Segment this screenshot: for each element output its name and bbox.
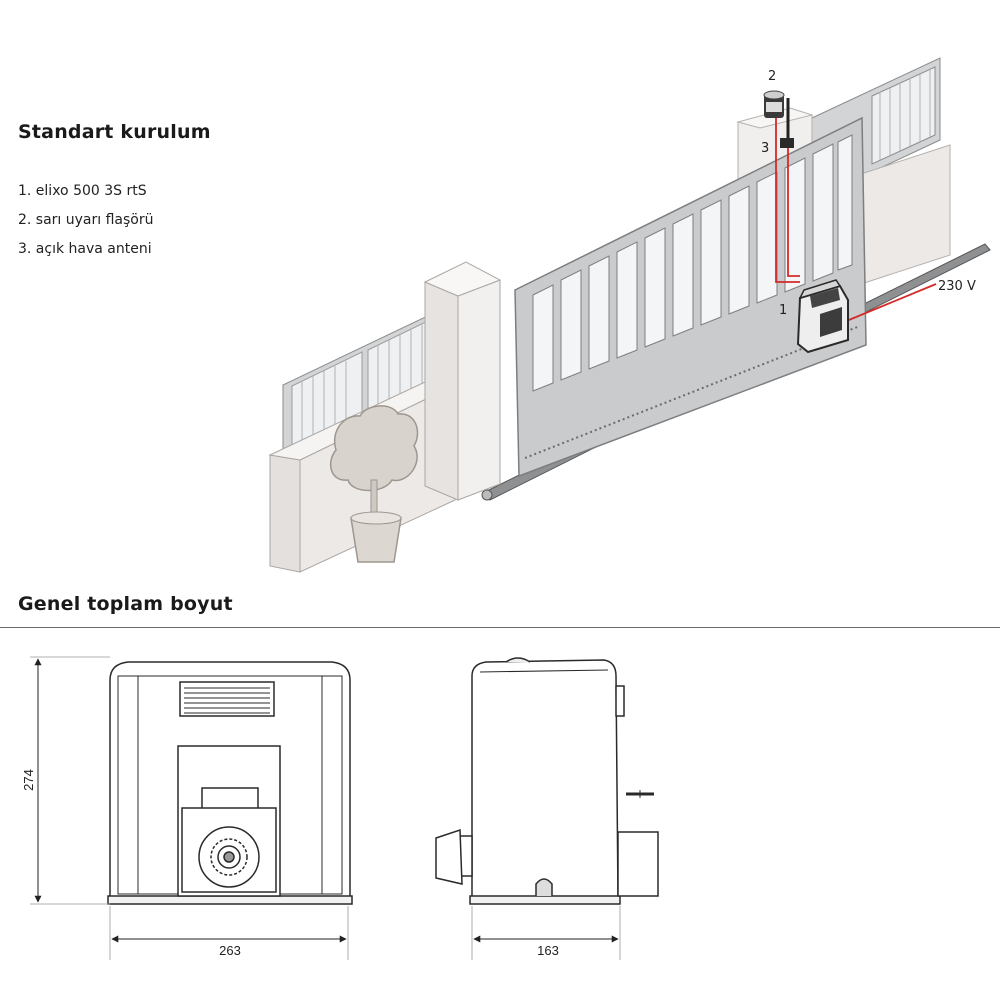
power-label: 230 V bbox=[938, 279, 976, 294]
section-divider bbox=[0, 627, 1000, 628]
motor-side-view bbox=[435, 657, 659, 905]
legend-item-flasher: 2. sarı uyarı flaşörü bbox=[18, 212, 154, 228]
dimensions-title: Genel toplam boyut bbox=[18, 593, 233, 615]
callout-2: 2 bbox=[768, 69, 776, 84]
height-dimension: 274 bbox=[21, 656, 110, 905]
width-dimension: 263 bbox=[109, 906, 349, 960]
callout-3: 3 bbox=[761, 141, 769, 156]
sliding-gate bbox=[514, 116, 867, 478]
potted-tree bbox=[329, 405, 419, 563]
outdoor-antenna bbox=[780, 98, 794, 148]
motor-front-view bbox=[107, 661, 353, 905]
installation-scene: 2 3 bbox=[268, 57, 991, 573]
installation-title: Standart kurulum bbox=[18, 121, 211, 143]
warning-flasher bbox=[763, 90, 785, 118]
depth-value: 163 bbox=[537, 943, 559, 958]
component-legend: 1. elixo 500 3S rtS 2. sarı uyarı flaşör… bbox=[18, 180, 154, 267]
depth-dimension: 163 bbox=[471, 906, 621, 960]
height-value: 274 bbox=[21, 769, 36, 791]
front-pillar bbox=[423, 261, 502, 501]
gate-motor bbox=[796, 279, 849, 354]
width-value: 263 bbox=[219, 943, 241, 958]
red-cables bbox=[775, 118, 937, 323]
callout-1: 1 bbox=[779, 303, 787, 318]
legend-item-antenna: 3. açık hava anteni bbox=[18, 241, 152, 257]
legend-item-motor: 1. elixo 500 3S rtS bbox=[18, 183, 147, 199]
